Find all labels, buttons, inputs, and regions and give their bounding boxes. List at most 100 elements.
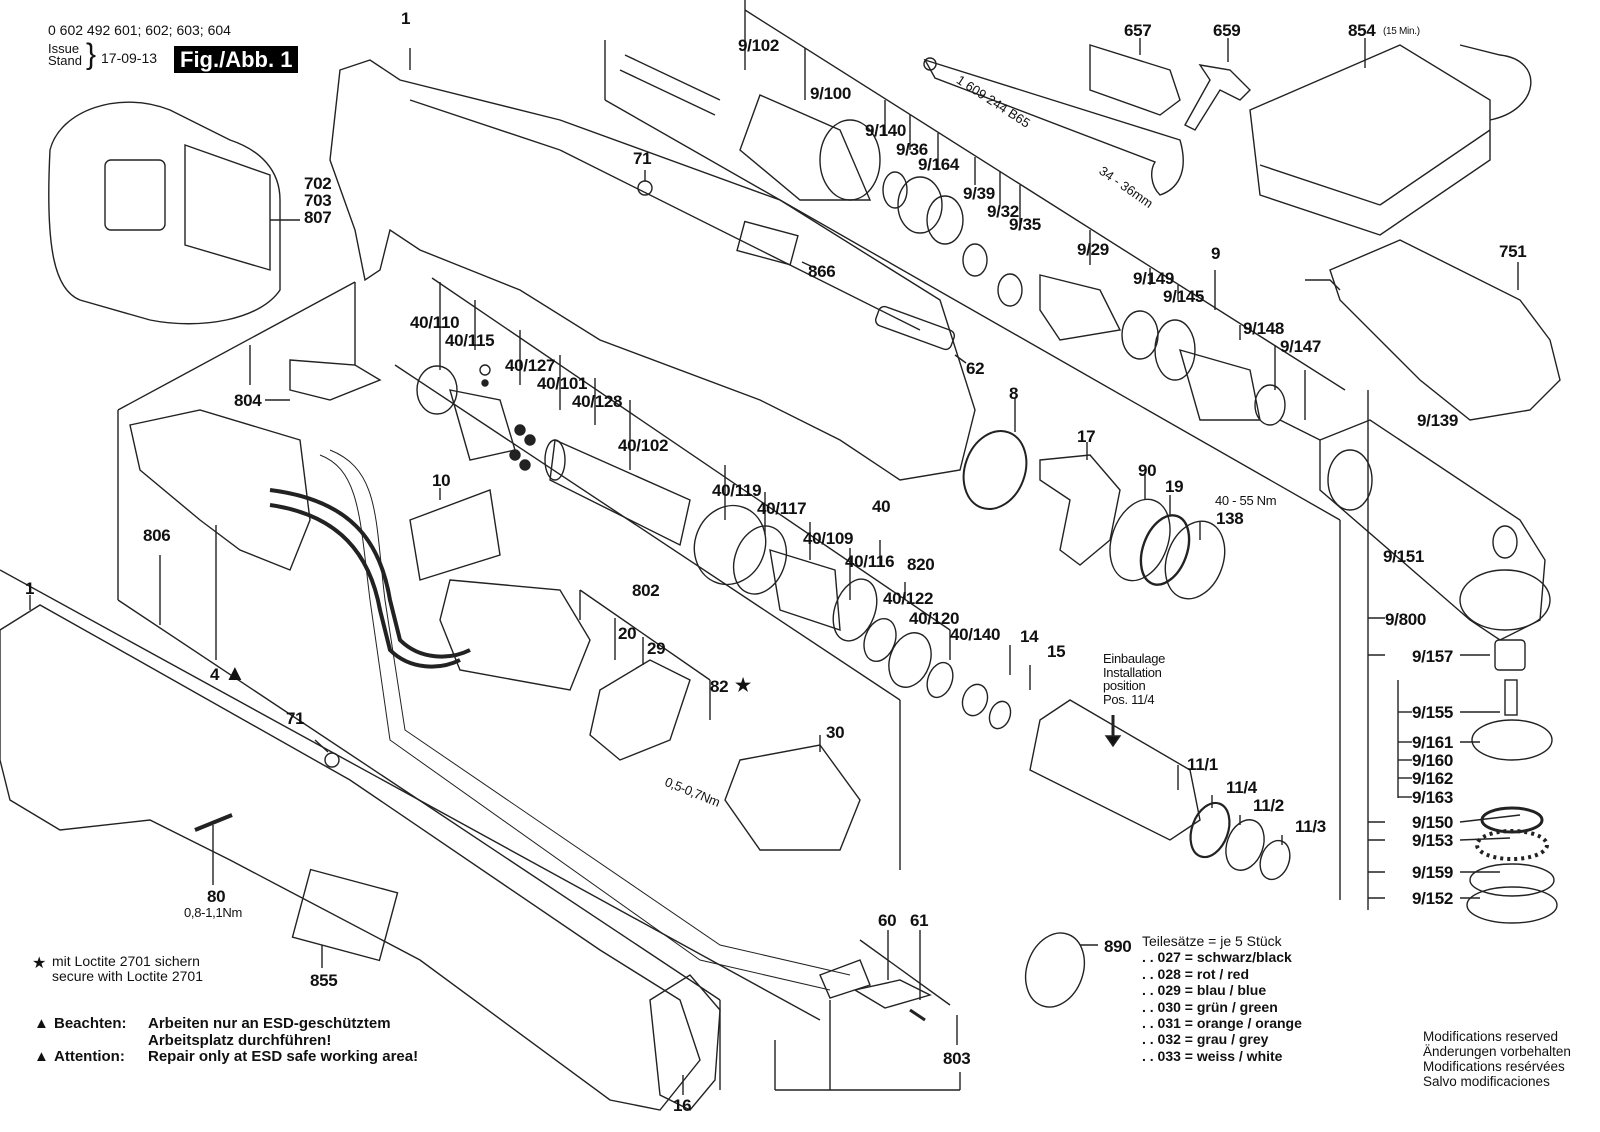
part-label[interactable]: 11/4 bbox=[1226, 778, 1257, 797]
gear-head-drawing bbox=[619, 54, 1321, 441]
part-label[interactable]: 40/115 bbox=[445, 331, 495, 350]
stand-label: Stand bbox=[48, 53, 82, 69]
part-label[interactable]: 9/35 bbox=[1009, 215, 1041, 234]
wrench-drawing bbox=[923, 58, 1184, 196]
part-label[interactable]: 40/102 bbox=[618, 436, 669, 455]
ring-set-item: . . 027 = schwarz/black bbox=[1142, 949, 1292, 966]
part-label[interactable]: 9/139 bbox=[1417, 411, 1459, 430]
part-label[interactable]: 9/140 bbox=[865, 121, 907, 140]
part-label[interactable]: 9/145 bbox=[1163, 287, 1205, 306]
part-label[interactable]: 9/155 bbox=[1412, 703, 1454, 722]
part-label[interactable]: 61 bbox=[910, 911, 929, 930]
part-label[interactable]: 9/29 bbox=[1077, 240, 1109, 259]
ring-set-item: . . 029 = blau / blue bbox=[1142, 982, 1267, 999]
part-label[interactable]: 855 bbox=[310, 971, 338, 990]
part-label[interactable]: 40/101 bbox=[537, 374, 588, 393]
part-label[interactable]: 80 bbox=[207, 887, 226, 906]
part-label[interactable]: 866 bbox=[808, 262, 836, 281]
issue-label: Issue bbox=[48, 41, 80, 56]
housing-top-drawing bbox=[329, 48, 976, 481]
part-label[interactable]: 16 bbox=[673, 1096, 692, 1115]
part-label[interactable]: 138 bbox=[1216, 509, 1244, 528]
part-label[interactable]: 751 bbox=[1499, 242, 1527, 261]
part-label[interactable]: 1 bbox=[25, 579, 35, 598]
angle-head-drawing bbox=[1319, 419, 1551, 641]
part-label[interactable]: 11/1 bbox=[1187, 755, 1218, 774]
part-label[interactable]: 9/153 bbox=[1412, 831, 1454, 850]
part-label[interactable]: 62 bbox=[966, 359, 985, 378]
part-label[interactable]: 9/160 bbox=[1412, 751, 1454, 770]
part-label[interactable]: 4 bbox=[210, 665, 220, 684]
part-label[interactable]: 14 bbox=[1020, 627, 1039, 646]
motor-drawing bbox=[439, 579, 591, 691]
part-label[interactable]: 30 bbox=[826, 723, 845, 742]
part-label[interactable]: 17 bbox=[1077, 427, 1096, 446]
ring-set-item: . . 030 = grün / green bbox=[1142, 998, 1278, 1015]
part-label[interactable]: 9/800 bbox=[1385, 610, 1427, 629]
group-40-bracket bbox=[394, 277, 951, 870]
part-label[interactable]: 20 bbox=[618, 624, 637, 643]
part-label[interactable]: 40/140 bbox=[950, 625, 1001, 644]
modifications-notice: Modifications reserved Änderungen vorbeh… bbox=[1423, 1029, 1571, 1090]
part-label[interactable]: 90 bbox=[1138, 461, 1157, 480]
part-label[interactable]: 659 bbox=[1213, 21, 1241, 40]
part-label[interactable]: 11/2 bbox=[1253, 796, 1284, 815]
part-label[interactable]: 82 bbox=[710, 677, 729, 696]
part-label[interactable]: 9/150 bbox=[1412, 813, 1454, 832]
part-label[interactable]: 1 bbox=[401, 9, 411, 28]
part-label[interactable]: 11/3 bbox=[1295, 817, 1326, 836]
part-label[interactable]: 40/128 bbox=[572, 392, 623, 411]
part-label[interactable]: 9/149 bbox=[1133, 269, 1175, 288]
part-label[interactable]: 40 bbox=[872, 497, 891, 516]
part-numbers: 0 602 492 601; 602; 603; 604 bbox=[48, 22, 231, 38]
part-label[interactable]: 9/100 bbox=[810, 84, 852, 103]
part-label[interactable]: 9/151 bbox=[1383, 547, 1425, 566]
part-label[interactable]: 804 bbox=[234, 391, 262, 410]
part-label[interactable]: 71 bbox=[633, 149, 652, 168]
part-label[interactable]: 9/148 bbox=[1243, 319, 1285, 338]
part-label[interactable]: 890 bbox=[1104, 937, 1132, 956]
part-label[interactable]: 802 bbox=[632, 581, 660, 600]
part-label[interactable]: 9/164 bbox=[918, 155, 960, 174]
part-label[interactable]: 40/110 bbox=[410, 313, 460, 332]
part-label[interactable]: 40/127 bbox=[505, 356, 556, 375]
part-label[interactable]: 9/162 bbox=[1412, 769, 1454, 788]
ring-set-item: . . 031 = orange / orange bbox=[1142, 1014, 1302, 1031]
part-label[interactable]: 40/120 bbox=[909, 609, 960, 628]
part-label[interactable]: 9/157 bbox=[1412, 647, 1454, 666]
part-label[interactable]: 40/122 bbox=[883, 589, 934, 608]
part-label[interactable]: 15 bbox=[1047, 642, 1066, 661]
part-label[interactable]: 10 bbox=[432, 471, 451, 490]
part-label[interactable]: 820 bbox=[907, 555, 935, 574]
figure-title: Fig./Abb. 1 bbox=[174, 46, 299, 74]
part-label[interactable]: 806 bbox=[143, 526, 171, 545]
part-label[interactable]: 803 bbox=[943, 1049, 971, 1068]
label-plate-drawing bbox=[736, 220, 799, 266]
part-label[interactable]: 9/161 bbox=[1412, 733, 1454, 752]
part-label[interactable]: 9/159 bbox=[1412, 863, 1454, 882]
part-label[interactable]: 40/116 bbox=[845, 552, 895, 571]
clutch-parts-drawing bbox=[416, 364, 954, 699]
part-label[interactable]: 40/119 bbox=[712, 481, 762, 500]
part-label[interactable]: 19 bbox=[1165, 477, 1184, 496]
part-label[interactable]: 9/102 bbox=[738, 36, 780, 55]
part-label[interactable]: 60 bbox=[878, 911, 897, 930]
issue-stand-label: Issue Stand bbox=[48, 41, 82, 69]
part-label[interactable]: 40/117 bbox=[757, 499, 807, 518]
part-label[interactable]: 71 bbox=[286, 709, 305, 728]
part-label[interactable]: 702 bbox=[304, 174, 332, 193]
part-label[interactable]: 40/109 bbox=[803, 529, 854, 548]
part-label[interactable]: 9 bbox=[1211, 244, 1221, 263]
part-label[interactable]: 854 bbox=[1348, 21, 1376, 40]
part-label[interactable]: 9/36 bbox=[896, 140, 928, 159]
part-label[interactable]: 9/147 bbox=[1280, 337, 1322, 356]
part-label[interactable]: 9/163 bbox=[1412, 788, 1454, 807]
part-label[interactable]: 807 bbox=[304, 208, 332, 227]
part-label[interactable]: 9/39 bbox=[963, 184, 995, 203]
part-label[interactable]: 29 bbox=[647, 639, 666, 658]
part-label[interactable]: 9/152 bbox=[1412, 889, 1454, 908]
part-label[interactable]: 657 bbox=[1124, 21, 1152, 40]
part-label[interactable]: 703 bbox=[304, 191, 332, 210]
part-label[interactable]: 9/32 bbox=[987, 202, 1019, 221]
part-label[interactable]: 8 bbox=[1009, 384, 1019, 403]
